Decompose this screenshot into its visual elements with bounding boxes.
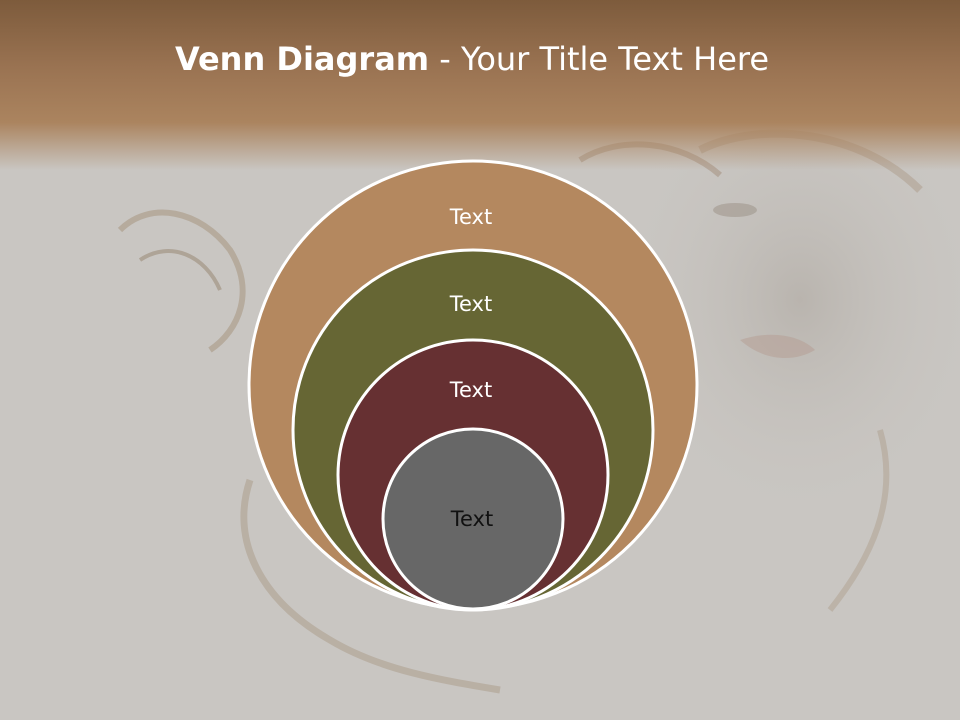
venn-layer-2-label: Text bbox=[449, 292, 492, 316]
venn-layer-3-label: Text bbox=[449, 378, 492, 402]
venn-layer-4-label: Text bbox=[450, 507, 493, 531]
header-band bbox=[0, 0, 960, 170]
title-bold: Venn Diagram bbox=[174, 40, 430, 78]
venn-layer-1-label: Text bbox=[449, 205, 492, 229]
slide-title: Venn Diagram - Your Title Text Here bbox=[0, 40, 944, 78]
title-rest: - Your Title Text Here bbox=[429, 40, 770, 78]
venn-layer-4 bbox=[381, 427, 565, 611]
